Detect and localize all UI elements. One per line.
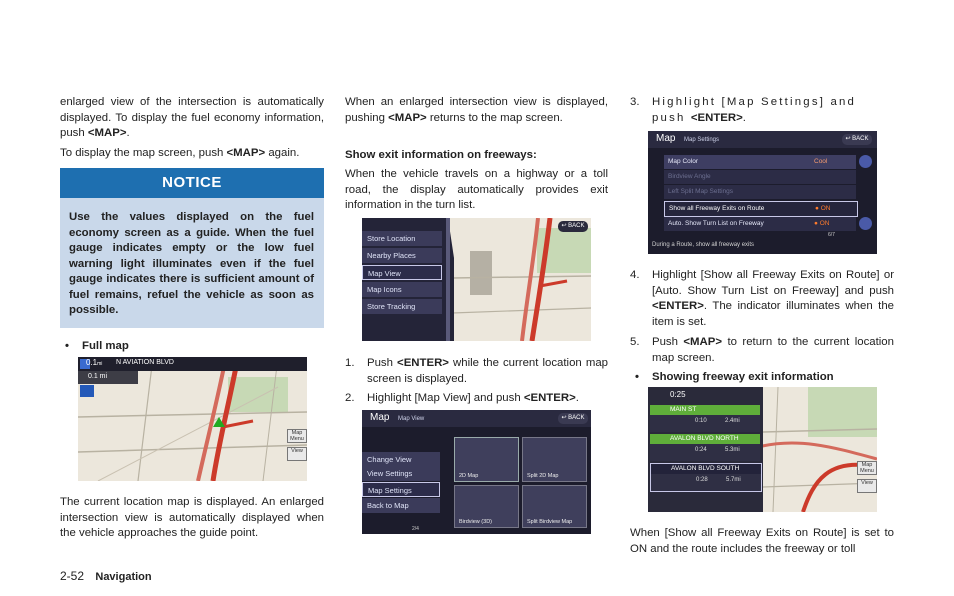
menu-store-tracking[interactable]: Store Tracking xyxy=(362,299,442,314)
full-map-screenshot: 0.1mi N AVIATION BLVD 0.1 mi Map Menu Vi… xyxy=(78,357,307,481)
menu-map-icons[interactable]: Map Icons xyxy=(362,282,442,297)
page-number: 2-52 xyxy=(60,569,85,583)
exit-info-heading: Show exit information on freeways: xyxy=(345,149,537,161)
map-menu-button[interactable]: Map Menu xyxy=(287,429,307,443)
col1-paragraph-2: To display the map screen, push <MAP> ag… xyxy=(60,147,300,159)
menu-view-settings[interactable]: View Settings xyxy=(362,466,440,481)
row-show-freeway-exits[interactable]: Show all Freeway Exits on Route ● ON xyxy=(664,201,858,217)
row-map-color[interactable]: Map Color Cool xyxy=(664,155,856,169)
exit-row-avalon-north[interactable]: AVALON BLVD NORTH 0:24 5.3mi xyxy=(650,434,760,461)
map-settings-header xyxy=(648,131,877,148)
exit-row-avalon-south[interactable]: AVALON BLVD SOUTH 0:28 5.7mi xyxy=(650,463,762,492)
map-view-screenshot: Map Map View ↩ BACK Change View View Set… xyxy=(362,410,591,534)
map-distance-2: 0.1 mi xyxy=(88,373,108,380)
map-settings-subtitle: Map Settings xyxy=(684,137,720,143)
back-button[interactable]: ↩ BACK xyxy=(558,221,588,232)
notice-title: NOTICE xyxy=(60,168,324,198)
menu-map-view[interactable]: Map View xyxy=(362,265,442,280)
page-footer: 2-52 Navigation xyxy=(60,569,152,583)
freeway-exit-screenshot: 0:25 MAIN ST 0:10 2.4mi AVALON BLVD NORT… xyxy=(648,387,877,512)
full-map-graphic xyxy=(78,357,307,481)
map-settings-screenshot: Map Map Settings ↩ BACK Map Color Cool B… xyxy=(648,131,877,254)
row-auto-turn-list[interactable]: Auto. Show Turn List on Freeway ● ON xyxy=(664,217,856,231)
section-name: Navigation xyxy=(95,571,152,583)
map-menu-button-2[interactable]: Map Menu xyxy=(857,461,877,475)
map-street-name: N AVIATION BLVD xyxy=(116,359,174,366)
col1-paragraph-1: enlarged view of the intersection is aut… xyxy=(60,96,324,139)
menu-nearby-places[interactable]: Nearby Places xyxy=(362,248,442,263)
tile-birdview[interactable]: Birdview (3D) xyxy=(454,485,519,528)
scroll-down-icon[interactable] xyxy=(859,217,872,230)
map-view-page: 2/4 xyxy=(412,526,419,532)
bullet-full-map: •Full map xyxy=(65,340,129,352)
map-view-header xyxy=(362,410,591,427)
menu-back-to-map[interactable]: Back to Map xyxy=(362,498,440,513)
notice-text: Use the values displayed on the fuel eco… xyxy=(69,211,314,316)
menu-change-view[interactable]: Change View xyxy=(362,452,440,467)
back-button-3[interactable]: ↩ BACK xyxy=(842,134,872,145)
row-left-split[interactable]: Left Split Map Settings xyxy=(664,185,856,199)
back-button-2[interactable]: ↩ BACK xyxy=(558,413,588,424)
col1-intro: enlarged view of the intersection is aut… xyxy=(60,95,324,142)
map-settings-title: Map xyxy=(656,133,676,144)
scroll-up-icon[interactable] xyxy=(859,155,872,168)
exit-row-main[interactable]: MAIN ST 0:10 2.4mi xyxy=(650,405,760,432)
exit-total-time: 0:25 xyxy=(670,390,686,399)
bullet-showing-freeway-exit: •Showing freeway exit information xyxy=(635,371,834,383)
menu-store-location[interactable]: Store Location xyxy=(362,231,442,246)
step-5: 5.Push <MAP> to return to the current lo… xyxy=(630,336,894,364)
col2-paragraph-2: When the vehicle travels on a highway or… xyxy=(345,168,608,211)
map-view-subtitle: Map View xyxy=(398,416,425,422)
view-button-2[interactable]: View xyxy=(857,479,877,493)
col3-last-paragraph: When [Show all Freeway Exits on Route] i… xyxy=(630,527,894,555)
tile-split-2d-map[interactable]: Split 2D Map xyxy=(522,437,587,482)
map-settings-page: 6/7 xyxy=(828,232,835,238)
map-view-title: Map xyxy=(370,412,390,423)
notice-box: NOTICE Use the values displayed on the f… xyxy=(60,168,324,328)
step-4: 4.Highlight [Show all Freeway Exits on R… xyxy=(630,269,894,328)
step-1: 1.Push <ENTER> while the current locatio… xyxy=(345,357,608,385)
col2-paragraph-1: When an enlarged intersection view is di… xyxy=(345,96,608,124)
map-distance: 0.1mi xyxy=(86,358,103,367)
store-menu-screenshot: Store Location Nearby Places Map View Ma… xyxy=(362,218,591,341)
map-settings-footer: During a Route, show all freeway exits xyxy=(652,242,755,248)
tile-split-birdview[interactable]: Split Birdview Map xyxy=(522,485,587,528)
col1-paragraph-3: The current location map is displayed. A… xyxy=(60,496,324,539)
menu-map-settings[interactable]: Map Settings xyxy=(362,482,440,497)
tile-2d-map[interactable]: 2D Map xyxy=(454,437,519,482)
step-3: 3.Highlight [Map Settings] and push <ENT… xyxy=(630,96,857,124)
view-button[interactable]: View xyxy=(287,447,307,461)
row-birdview-angle[interactable]: Birdview Angle xyxy=(664,170,856,184)
step-2: 2.Highlight [Map View] and push <ENTER>. xyxy=(345,392,579,404)
